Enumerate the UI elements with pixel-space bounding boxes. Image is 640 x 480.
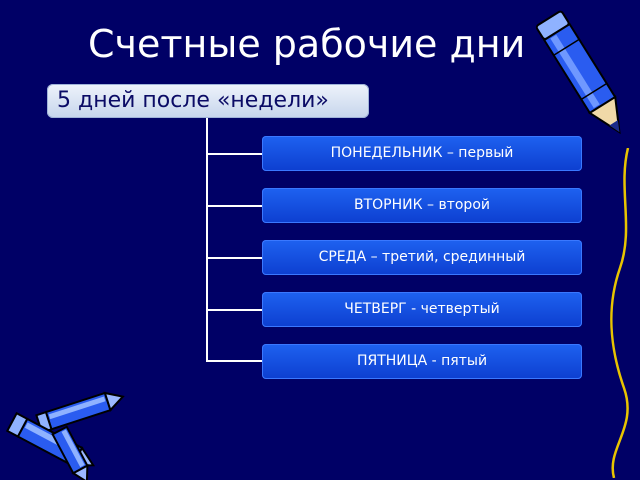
page-title: Счетные рабочие дни — [88, 22, 526, 66]
branch-line-2 — [206, 205, 262, 207]
root-node: 5 дней после «недели» — [47, 84, 369, 118]
day-node-wednesday: СРЕДА – третий, срединный — [262, 240, 582, 275]
day-node-monday: ПОНЕДЕЛЬНИК – первый — [262, 136, 582, 171]
branch-line-5 — [206, 360, 262, 362]
crayons-icon — [5, 391, 125, 480]
tree-trunk-line — [206, 118, 208, 361]
pencil-icon — [535, 10, 621, 135]
branch-line-3 — [206, 257, 262, 259]
day-node-friday: ПЯТНИЦА - пятый — [262, 344, 582, 379]
day-node-tuesday: ВТОРНИК – второй — [262, 188, 582, 223]
branch-line-1 — [206, 153, 262, 155]
yellow-string-icon — [610, 148, 630, 478]
day-node-thursday: ЧЕТВЕРГ - четвертый — [262, 292, 582, 327]
branch-line-4 — [206, 309, 262, 311]
